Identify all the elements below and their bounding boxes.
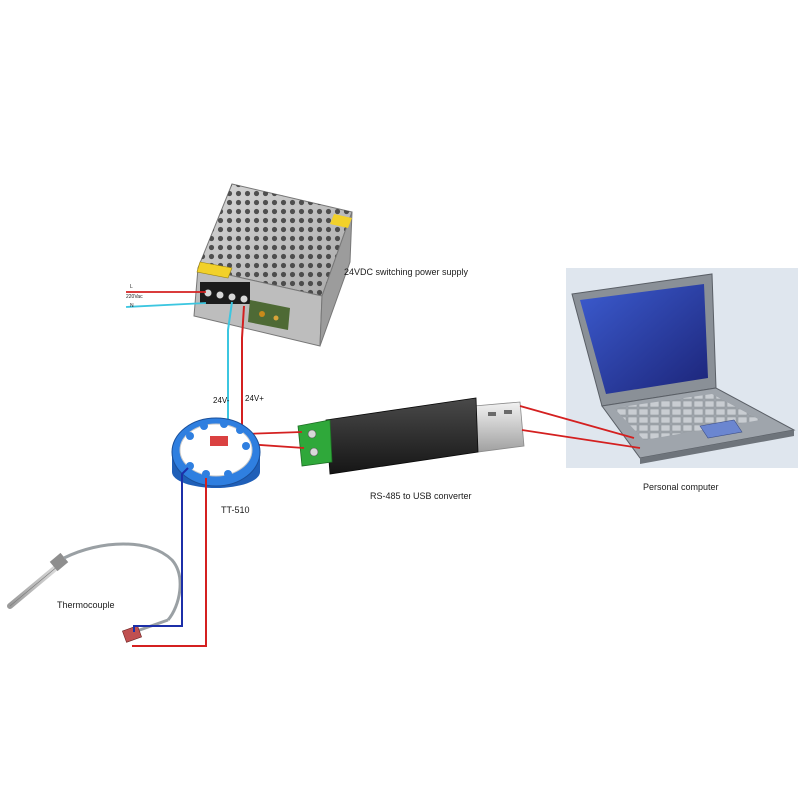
usb-cable	[519, 405, 641, 449]
transmitter-tt510	[171, 417, 261, 488]
dc-output-wires	[227, 301, 245, 442]
power-supply	[193, 183, 353, 347]
thermocouple-label: Thermocouple	[57, 600, 115, 610]
converter-label: RS-485 to USB converter	[370, 491, 472, 501]
computer-label: Personal computer	[643, 482, 719, 492]
ac-voltage-label: 220Vac	[126, 294, 143, 300]
power-supply-label: 24VDC switching power supply	[344, 267, 469, 277]
rs485-usb-converter	[297, 397, 525, 475]
thermocouple-wires	[132, 467, 207, 647]
thermocouple	[7, 542, 182, 643]
ac-line-label: L	[130, 284, 133, 290]
v-plus-label: 24V+	[245, 394, 264, 403]
transmitter-label: TT-510	[221, 505, 250, 515]
v-minus-label: 24V-	[213, 396, 230, 405]
personal-computer	[566, 268, 798, 468]
ac-neutral-label: N	[130, 303, 134, 309]
ac-input-wires	[125, 291, 207, 308]
